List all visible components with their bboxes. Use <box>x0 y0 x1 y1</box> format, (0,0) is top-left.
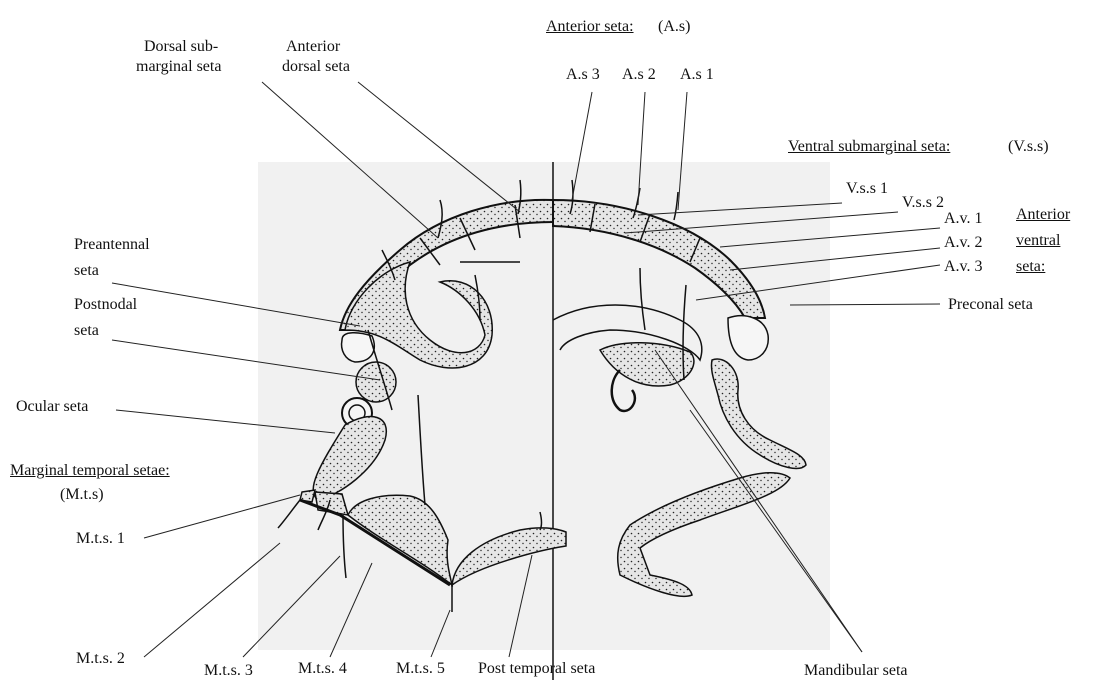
temporal-plate-large <box>348 495 452 585</box>
label-av2: A.v. 2 <box>944 234 983 252</box>
label-vss-abbrev: (V.s.s) <box>1008 138 1049 156</box>
label-mts2: M.t.s. 2 <box>76 650 125 668</box>
occipital-plate <box>452 528 566 585</box>
label-anterior-seta-title: Anterior seta: <box>546 18 634 36</box>
label-postnodal-line1: Postnodal <box>74 296 137 314</box>
label-anterior-seta-abbrev: (A.s) <box>658 18 690 36</box>
label-as2: A.s 2 <box>622 66 656 84</box>
label-mts1: M.t.s. 1 <box>76 530 125 548</box>
label-preantennal-line2: seta <box>74 262 99 280</box>
gular-sclerite <box>618 473 790 597</box>
label-mts4: M.t.s. 4 <box>298 660 347 678</box>
label-av1: A.v. 1 <box>944 210 983 228</box>
label-preantennal-line1: Preantennal <box>74 236 150 254</box>
label-anterior-ventral-line3: seta: <box>1016 258 1045 276</box>
label-mts3: M.t.s. 3 <box>204 662 253 680</box>
label-dorsal-submarginal-line1: Dorsal sub- <box>144 38 218 56</box>
label-anterior-ventral-line1: Anterior <box>1016 206 1070 224</box>
label-ocular: Ocular seta <box>16 398 88 416</box>
label-marginal-temporal-abbrev: (M.t.s) <box>60 486 104 504</box>
lateral-ventral-sclerite <box>711 359 806 468</box>
label-vss1: V.s.s 1 <box>846 180 888 198</box>
leader-lines <box>112 82 940 657</box>
temporal-strip <box>313 417 386 500</box>
label-as1: A.s 1 <box>680 66 714 84</box>
pulvinus <box>728 316 768 360</box>
label-mts5: M.t.s. 5 <box>396 660 445 678</box>
label-marginal-temporal-title: Marginal temporal setae: <box>10 462 170 480</box>
label-vss-title: Ventral submarginal seta: <box>788 138 950 156</box>
label-dorsal-submarginal-line2: marginal seta <box>136 58 221 76</box>
label-av3: A.v. 3 <box>944 258 983 276</box>
ventral-arch-band <box>553 200 765 318</box>
label-anterior-dorsal-line1: Anterior <box>286 38 340 56</box>
label-as3: A.s 3 <box>566 66 600 84</box>
label-anterior-ventral-line2: ventral <box>1016 232 1060 250</box>
label-post-temporal: Post temporal seta <box>478 660 595 678</box>
label-mandibular: Mandibular seta <box>804 662 908 680</box>
label-vss2: V.s.s 2 <box>902 194 944 212</box>
label-preconal: Preconal seta <box>948 296 1033 314</box>
label-postnodal-line2: seta <box>74 322 99 340</box>
label-anterior-dorsal-line2: dorsal seta <box>282 58 350 76</box>
postnodal-plate <box>356 362 396 402</box>
